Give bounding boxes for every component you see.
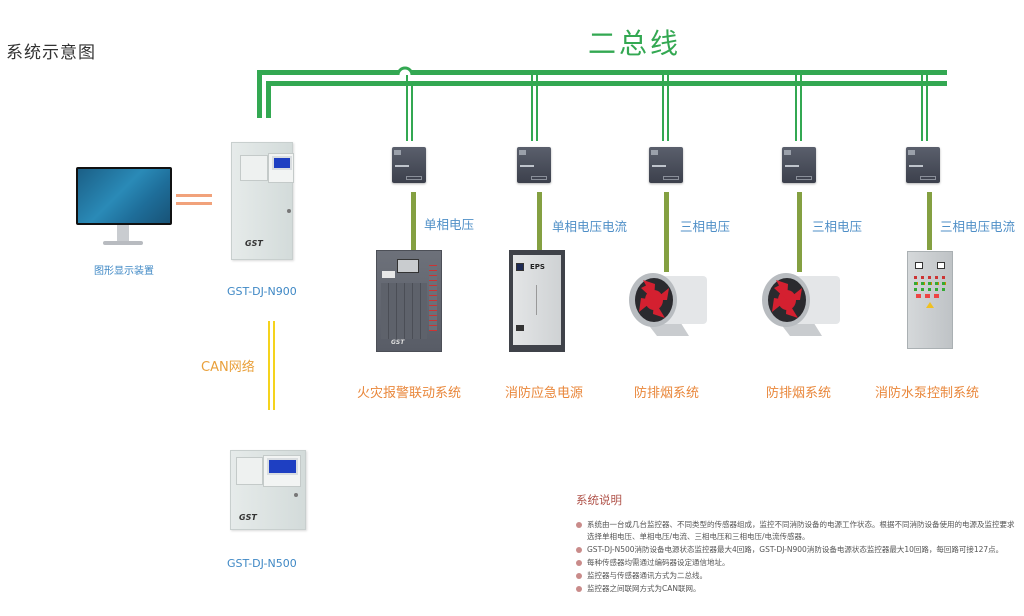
note-item: 监控器之间联网方式为CAN联网。 — [576, 583, 1016, 595]
bus-inner-horizontal — [266, 81, 947, 86]
gst-logo: GST — [245, 239, 263, 248]
sensor-module-5[interactable] — [906, 147, 940, 183]
bullet-icon — [576, 560, 582, 566]
note-item: 系统由一台或几台监控器、不同类型的传感器组成，监控不同消防设备的电源工作状态。根… — [576, 519, 1016, 543]
bus-drop-3a — [662, 75, 664, 141]
sensor-module-2[interactable] — [517, 147, 551, 183]
display-label: 图形显示装置 — [94, 266, 154, 277]
bus-drop-1a — [406, 75, 408, 141]
can-line-1 — [268, 321, 270, 410]
can-network-label: CAN网络 — [201, 360, 255, 375]
branch-stem-4 — [797, 192, 802, 272]
sensor-module-1[interactable] — [392, 147, 426, 183]
bullet-icon — [576, 573, 582, 579]
bus-outer-horizontal-right — [411, 70, 947, 75]
bullet-icon — [576, 547, 582, 553]
device-label-1: 火灾报警联动系统 — [357, 386, 462, 401]
smoke-exhaust-fan-2 — [762, 273, 840, 336]
note-text: GST-DJ-N500消防设备电源状态监控器最大4回路，GST-DJ-N900消… — [587, 545, 1004, 554]
note-item: 每种传感器均需通过编码器设定通信地址。 — [576, 557, 1016, 569]
eps-badge: EPS — [530, 263, 545, 271]
controller-n900: GST — [231, 142, 294, 260]
bullet-icon — [576, 522, 582, 528]
bus-drop-5a — [921, 75, 923, 141]
controller-n500: GST — [230, 450, 306, 530]
lock-icon — [294, 493, 298, 497]
warning-icon — [926, 302, 934, 308]
can-line-2 — [273, 321, 275, 410]
sensor-type-label-2: 单相电压电流 — [552, 219, 628, 234]
gst-logo: GST — [391, 339, 405, 346]
controller-display-frame — [268, 153, 294, 183]
controller-screen — [272, 156, 292, 170]
bus-drop-3b — [667, 75, 669, 141]
device-label-2: 消防应急电源 — [505, 386, 584, 401]
notes-title: 系统说明 — [576, 493, 622, 507]
bus-drop-5b — [926, 75, 928, 141]
eps-cabinet: EPS — [509, 250, 565, 352]
device-label-5: 消防水泵控制系统 — [875, 386, 980, 401]
controller-screen — [267, 458, 298, 475]
fire-alarm-panel: GST — [376, 250, 442, 352]
branch-stem-1 — [411, 192, 416, 250]
branch-stem-3 — [664, 192, 669, 272]
bus-drop-4a — [795, 75, 797, 141]
bus-title: 二总线 — [588, 27, 682, 60]
controller-display-frame — [263, 455, 301, 487]
gst-logo: GST — [239, 513, 257, 522]
note-text: 系统由一台或几台监控器、不同类型的传感器组成，监控不同消防设备的电源工作状态。根… — [587, 520, 1015, 529]
sensor-type-label-4: 三相电压 — [812, 219, 863, 234]
branch-stem-5 — [927, 192, 932, 250]
note-item: 监控器与传感器通讯方式为二总线。 — [576, 570, 1016, 582]
note-item: GST-DJ-N500消防设备电源状态监控器最大4回路，GST-DJ-N900消… — [576, 544, 1016, 556]
fire-pump-control-cabinet — [907, 251, 953, 349]
sensor-type-label-5: 三相电压电流 — [940, 219, 1016, 234]
controller-keypad — [236, 457, 263, 485]
monitor-stand — [117, 225, 129, 242]
note-text-continued: 选择单相电压、单相电压/电流、三相电压和三相电压/电流传感器。 — [587, 532, 810, 541]
bullet-icon — [576, 586, 582, 592]
bus-inner-vertical — [266, 81, 271, 118]
smoke-exhaust-fan-1 — [629, 273, 707, 336]
controller-n500-label: GST-DJ-N500 — [227, 557, 297, 570]
bus-outer-vertical — [257, 70, 262, 118]
note-text: 监控器之间联网方式为CAN联网。 — [587, 584, 701, 593]
controller-n900-label: GST-DJ-N900 — [227, 285, 297, 298]
monitor-base — [103, 241, 143, 245]
bus-drop-1b — [411, 86, 413, 141]
bus-drop-2b — [536, 75, 538, 141]
device-label-3: 防排烟系统 — [634, 386, 700, 401]
bus-drop-4b — [800, 75, 802, 141]
controller-keypad — [240, 155, 268, 181]
monitor-icon — [76, 167, 172, 225]
sensor-type-label-1: 单相电压 — [424, 217, 475, 232]
device-label-4: 防排烟系统 — [766, 386, 832, 401]
sensor-type-label-3: 三相电压 — [680, 219, 731, 234]
note-text: 监控器与传感器通讯方式为二总线。 — [587, 571, 707, 580]
display-link-line-1 — [176, 194, 212, 197]
bus-outer-horizontal — [257, 70, 399, 75]
branch-stem-2 — [537, 192, 542, 250]
page-title: 系统示意图 — [6, 43, 96, 63]
lock-icon — [287, 209, 291, 213]
display-link-line-2 — [176, 202, 212, 205]
note-text: 每种传感器均需通过编码器设定通信地址。 — [587, 558, 730, 567]
bus-drop-2a — [531, 75, 533, 141]
sensor-module-3[interactable] — [649, 147, 683, 183]
sensor-module-4[interactable] — [782, 147, 816, 183]
